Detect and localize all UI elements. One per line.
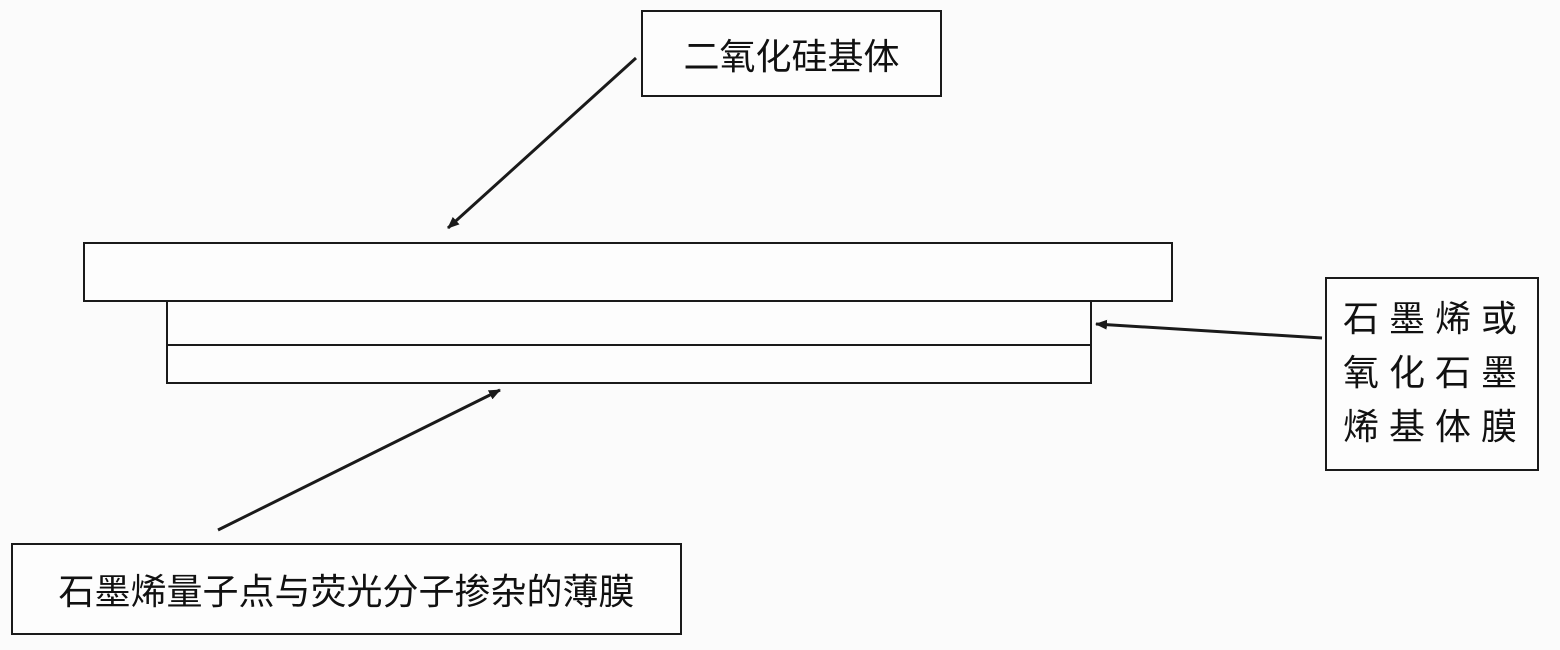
graphene-film-label-line-3: 烯基体膜 — [1342, 407, 1527, 448]
doped-film-label-box: 石墨烯量子点与荧光分子掺杂的薄膜 — [11, 543, 682, 635]
graphene-film-label-line-2: 氧化石墨 — [1342, 353, 1527, 394]
graphene-film-layer — [166, 300, 1092, 346]
substrate-arrow — [446, 56, 638, 230]
graphene-film-label-line-1: 石墨烯或 — [1342, 299, 1527, 340]
doped-thin-film-layer — [166, 344, 1092, 384]
substrate-label: 二氧化硅基体 — [683, 36, 900, 78]
graphene-film-label-box: 石墨烯或 氧化石墨 烯基体膜 — [1325, 277, 1539, 471]
graphene-film-arrow — [1095, 319, 1323, 340]
substrate-label-box: 二氧化硅基体 — [641, 10, 942, 97]
doped-film-label: 石墨烯量子点与荧光分子掺杂的薄膜 — [58, 572, 635, 613]
doped-film-arrow — [217, 388, 501, 532]
